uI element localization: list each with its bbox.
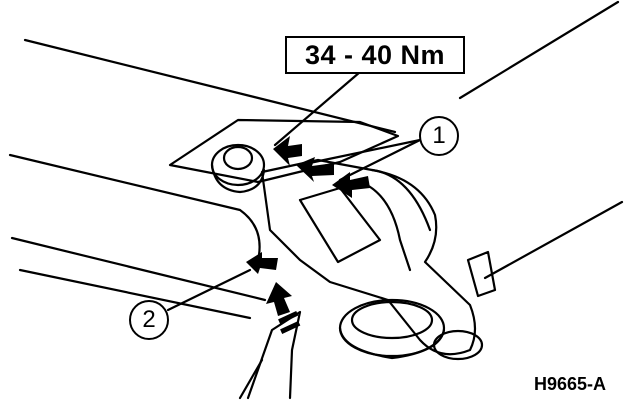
frame-upper-edge xyxy=(23,38,397,134)
frame-rear-line xyxy=(458,0,620,100)
component-body xyxy=(260,158,477,356)
arrow-lower xyxy=(266,282,292,316)
arrow-callout-1b xyxy=(332,172,370,198)
frame-bottom-edge xyxy=(18,268,252,320)
figure-id: H9665-A xyxy=(534,374,607,394)
torque-spec-label: 34 - 40 Nm xyxy=(285,36,465,74)
callout-2-number: 2 xyxy=(142,306,156,333)
arrow-callout-1 xyxy=(296,157,334,182)
frame-right-edge xyxy=(483,200,624,280)
callout-1-leader-a xyxy=(298,138,422,167)
arrow-torque xyxy=(273,136,302,166)
lower-stand xyxy=(246,310,302,400)
torque-spec-text: 34 - 40 Nm xyxy=(304,39,446,70)
callout-1: 1 xyxy=(419,116,459,156)
frame-mid-edge xyxy=(8,153,261,270)
mount-bracket xyxy=(168,118,400,184)
callout-1-leader-b xyxy=(338,138,422,182)
callout-2: 2 xyxy=(129,300,169,340)
frame-lower-edge xyxy=(10,236,267,302)
dash-marker-1 xyxy=(278,310,299,324)
callout-1-number: 1 xyxy=(432,122,446,149)
dash-marker-2 xyxy=(280,320,301,334)
arrow-callout-2 xyxy=(246,252,278,274)
side-tab xyxy=(466,250,497,298)
callout-2-leader xyxy=(166,268,252,312)
torque-leader-line xyxy=(273,70,362,147)
